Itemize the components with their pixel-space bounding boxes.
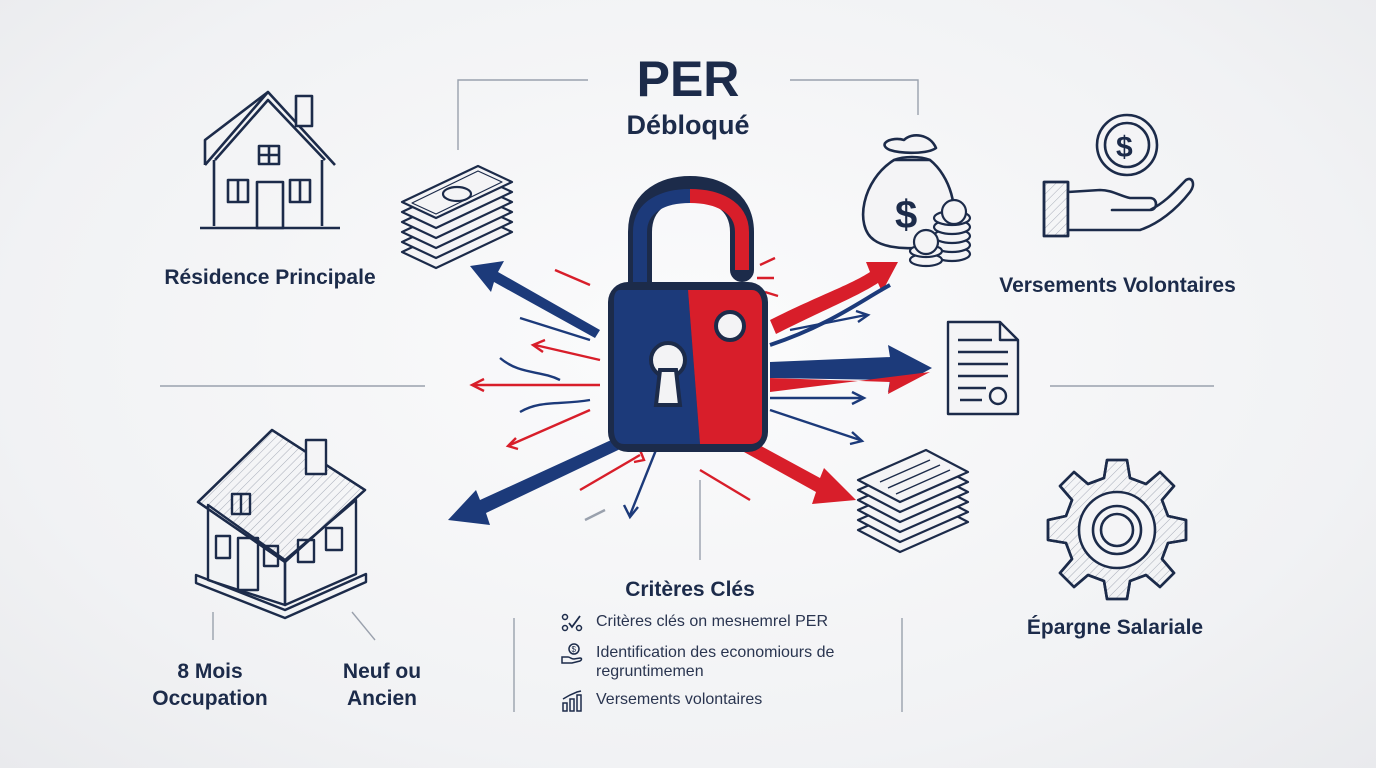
big-arrow-upper-left: [470, 261, 600, 338]
criteres-heading: Critères Clés: [625, 578, 755, 601]
big-arrow-lower-left: [448, 420, 660, 525]
hand-coin-icon: $: [561, 643, 583, 664]
isometric-house-icon: [194, 428, 368, 620]
certificate-document-icon: [946, 320, 1020, 416]
neuf-label-line2: Ancien: [346, 687, 417, 710]
svg-text:$: $: [1116, 131, 1133, 164]
epargne-salariale-label: Épargne Salariale: [1026, 616, 1204, 639]
criteres-list: Critères clés on mesнemrel PER $ Identif…: [560, 612, 890, 721]
page-subtitle: Débloqué: [626, 110, 750, 140]
versements-volontaires-label: Versements Volontaires: [999, 274, 1236, 297]
small-arrows: [469, 256, 871, 522]
gear-icon: [1046, 458, 1188, 601]
coin-stack-icon: [908, 198, 972, 268]
page-title: PER: [636, 51, 740, 107]
big-arrow-upper-right: [769, 262, 898, 347]
big-arrow-lower-right: [744, 440, 856, 504]
residence-principale-label: Résidence Principale: [164, 266, 376, 289]
open-padlock-icon: [608, 175, 768, 452]
checklist-icon: [561, 613, 583, 632]
list-item: Critères clés on mesнemrel PER: [560, 612, 890, 634]
house-icon: [200, 90, 340, 230]
list-item: Versements volontaires: [560, 690, 890, 712]
occupation-label: 8 Mois Occupation: [140, 658, 280, 712]
svg-text:$: $: [572, 645, 577, 654]
criteres-item-text: Identification des economiours de regrun…: [596, 644, 835, 680]
criteres-item-text: Critères clés on mesнemrel PER: [596, 613, 829, 630]
occupation-label-line2: Occupation: [152, 687, 268, 710]
banknote-stack-icon: [400, 164, 514, 270]
neuf-ancien-label: Neuf ou Ancien: [322, 658, 442, 712]
bar-chart-icon: [562, 690, 582, 712]
neuf-label-line1: Neuf ou: [342, 660, 422, 683]
money-bag-icon: $: [861, 134, 956, 250]
big-arrow-right: [770, 345, 932, 394]
hand-coin-icon: $: [1042, 113, 1195, 238]
svg-text:$: $: [895, 193, 917, 237]
criteres-item-text: Versements volontaires: [596, 691, 763, 708]
occupation-label-line1: 8 Mois: [177, 660, 243, 683]
document-stack-icon: [856, 448, 970, 554]
list-item: $ Identification des economiours de regr…: [560, 643, 890, 681]
connector-lines: [160, 79, 1214, 712]
